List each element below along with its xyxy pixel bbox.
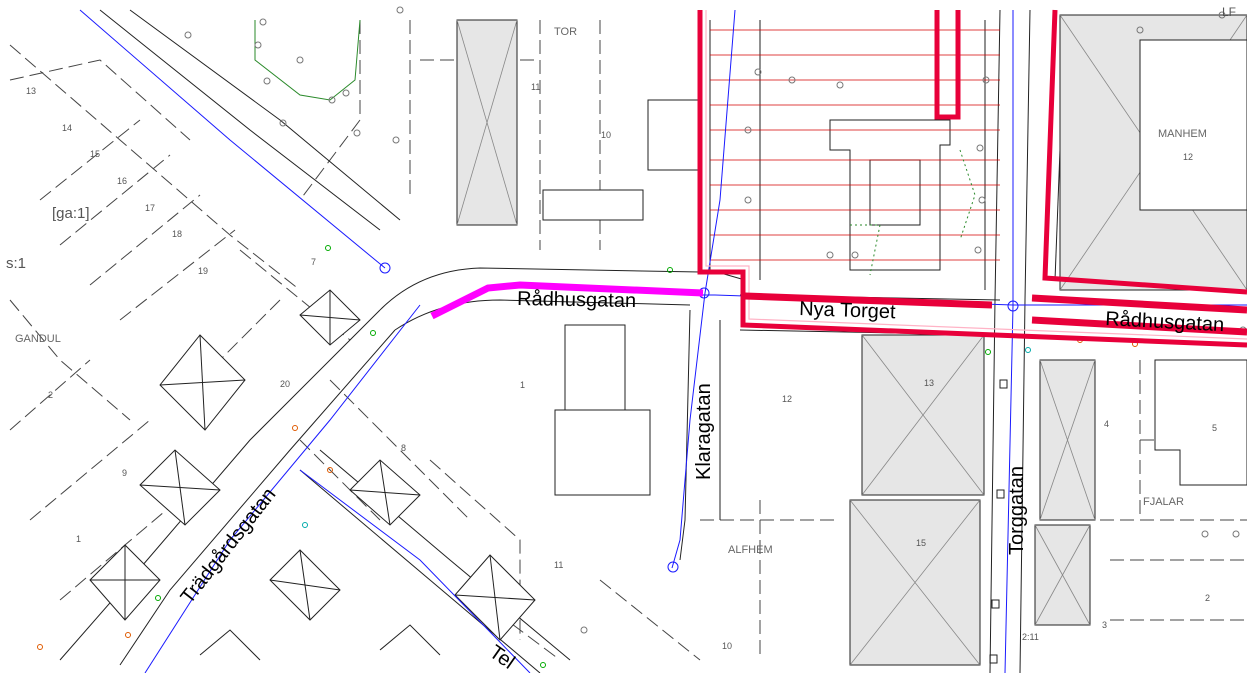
- parcel-number: 13: [924, 378, 934, 388]
- label-block-fjalar: FJALAR: [1143, 496, 1184, 508]
- parcel-number: 14: [62, 123, 72, 133]
- parcel-number: 7: [311, 257, 316, 267]
- parcel-number: 17: [145, 203, 155, 213]
- parcel-number: 3: [1102, 620, 1107, 630]
- radhusgatan-west-segment[interactable]: [430, 281, 704, 320]
- label-block-tor: TOR: [554, 26, 577, 38]
- green-boundaries: [254, 19, 976, 276]
- label-block-gandul: GANDUL: [15, 333, 61, 345]
- parcel-numbers: 13 14 15 16 17 18 19 7 20 2 9 1 8 11 10 …: [26, 82, 1217, 651]
- square-hatch: [710, 29, 1000, 261]
- label-s1: s:1: [6, 255, 26, 272]
- label-radhusgatan-west: Rådhusgatan: [517, 288, 636, 312]
- parcel-number: 11: [554, 560, 563, 570]
- parcel-number: 12: [1183, 152, 1193, 162]
- label-block-alfhem: ALFHEM: [728, 544, 773, 556]
- highlighted-streets-red[interactable]: [744, 292, 1247, 336]
- parcel-number: 18: [172, 229, 182, 239]
- tree-symbols: [184, 6, 1247, 634]
- radhusgatan-east-upper-segment[interactable]: [1031, 294, 1247, 314]
- parcel-number: 2: [48, 390, 53, 400]
- parcel-number: 4: [1104, 419, 1109, 429]
- parcel-number: 20: [280, 379, 290, 389]
- nya-torget-segment[interactable]: [744, 292, 993, 309]
- label-klaragatan: Klaragatan: [693, 383, 715, 480]
- parcel-number: 13: [26, 86, 36, 96]
- label-lf: LF: [1222, 5, 1236, 19]
- parcel-number: 16: [117, 176, 127, 186]
- parcel-number: 5: [1212, 423, 1217, 433]
- label-tel: Tel: [485, 641, 519, 673]
- highlighted-square-boundary[interactable]: [697, 9, 1247, 348]
- parcel-number: 1: [520, 380, 525, 390]
- parcel-number: 12: [782, 394, 792, 404]
- parcel-number: 19: [198, 266, 208, 276]
- parcel-number: 15: [916, 538, 926, 548]
- building-tor-10: [647, 99, 699, 171]
- parcel-number: 2: [1205, 593, 1210, 603]
- radhusgatan-east-lower-segment[interactable]: [1031, 316, 1247, 336]
- block-labels: TOR MANHEM GANDUL ALFHEM FJALAR [ga:1] s…: [6, 5, 1236, 556]
- parcel-number: 8: [401, 443, 406, 453]
- label-ga1: [ga:1]: [52, 205, 90, 222]
- label-radhusgatan-east: Rådhusgatan: [1105, 308, 1225, 336]
- label-torggatan: Torggatan: [1006, 466, 1028, 555]
- label-nya-torget: Nya Torget: [799, 298, 896, 323]
- buildings: [89, 14, 1247, 666]
- parcel-number: 1: [76, 534, 81, 544]
- parcel-number: 9: [122, 468, 127, 478]
- parcel-number: 11: [531, 82, 540, 92]
- parcel-number: 15: [90, 149, 100, 159]
- parcel-number: 2:11: [1022, 632, 1039, 642]
- parcel-number: 10: [601, 130, 611, 140]
- parcel-number: 10: [722, 641, 732, 651]
- label-block-manhem: MANHEM: [1158, 128, 1207, 140]
